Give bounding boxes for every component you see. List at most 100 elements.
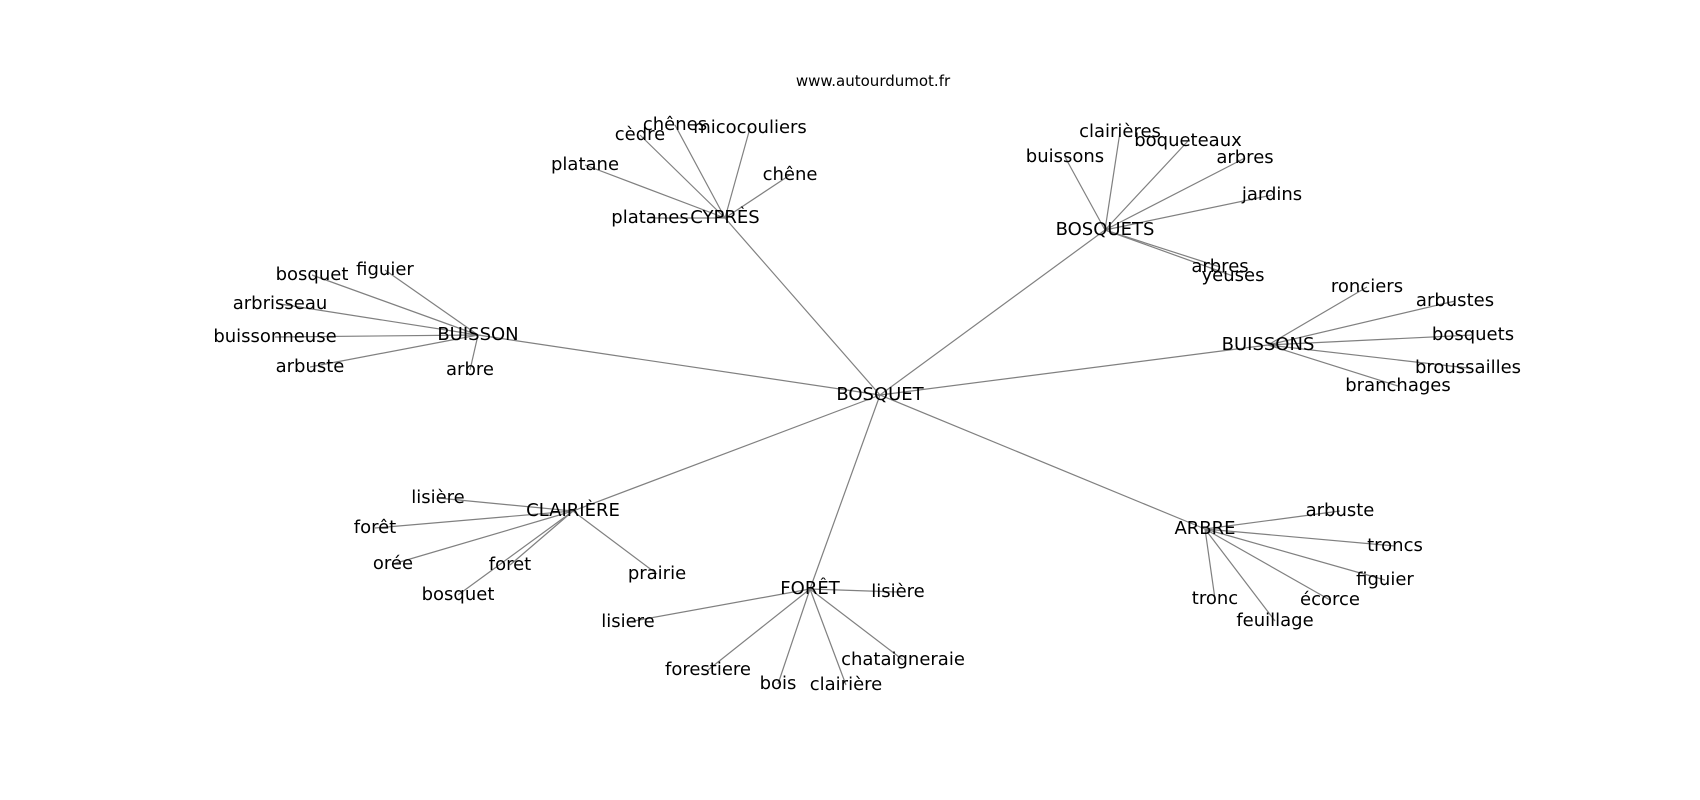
edge-hub-leaf [809, 588, 904, 661]
edge-hub-leaf [572, 510, 658, 575]
edge-hub-leaf [724, 127, 751, 219]
hub-node-label[interactable]: CYPRÈS [690, 206, 759, 228]
leaf-node-label[interactable]: branchages [1345, 375, 1450, 396]
edge-hub-leaf [674, 124, 726, 219]
edge-hub-leaf [437, 497, 574, 512]
edge-hub-leaf [1204, 528, 1396, 547]
edge-hub-leaf [1104, 157, 1246, 231]
hub-node-label[interactable]: BOSQUETS [1056, 219, 1155, 240]
edge-hub-leaf [777, 588, 811, 685]
edge-root-hub [879, 394, 1206, 530]
leaf-node-label[interactable]: feuillage [1236, 610, 1313, 631]
leaf-node-label[interactable]: bosquet [276, 264, 349, 285]
leaf-node-label[interactable]: arbuste [276, 356, 345, 377]
edge-hub-leaf [627, 588, 811, 623]
edge-hub-leaf [809, 588, 847, 686]
leaf-node-label[interactable]: boqueteaux [1134, 130, 1242, 151]
edge-hub-leaf [311, 274, 479, 336]
edge-hub-leaf [274, 334, 479, 338]
edge-hub-leaf [1104, 194, 1273, 231]
leaf-node-label[interactable]: broussailles [1415, 357, 1521, 378]
leaf-node-label[interactable]: orée [373, 553, 413, 574]
leaf-node-label[interactable]: arbuste [1306, 500, 1375, 521]
edge-hub-leaf [1267, 286, 1368, 346]
root-node-label[interactable]: BOSQUET [836, 384, 924, 405]
edge-hub-leaf [509, 510, 574, 566]
graph-edges [274, 124, 1474, 686]
edge-root-hub [572, 394, 881, 512]
hub-node-label[interactable]: BUISSON [437, 324, 518, 345]
edge-hub-leaf [1267, 344, 1469, 369]
leaf-node-label[interactable]: forestiere [665, 659, 751, 680]
leaf-node-label[interactable]: arbrisseau [233, 293, 328, 314]
leaf-node-label[interactable]: chataigneraie [841, 649, 965, 670]
leaf-node-label[interactable]: lisière [411, 487, 465, 508]
edge-hub-leaf [457, 510, 574, 596]
edge-hub-leaf [1104, 140, 1189, 231]
edge-hub-leaf [1104, 131, 1121, 231]
leaf-node-label[interactable]: figuier [1356, 569, 1414, 590]
leaf-node-label[interactable]: clairière [810, 674, 882, 695]
leaf-node-label[interactable]: tronc [1192, 588, 1238, 609]
edge-root-hub [724, 217, 881, 396]
leaf-node-label[interactable]: arbre [446, 359, 494, 380]
leaf-node-label[interactable]: platanes [611, 207, 688, 228]
hub-node-label[interactable]: BUISSONS [1222, 334, 1315, 355]
leaf-node-label[interactable]: troncs [1367, 535, 1423, 556]
leaf-node-label[interactable]: micocouliers [693, 117, 807, 138]
leaf-node-label[interactable]: buissons [1026, 146, 1104, 167]
edge-hub-leaf [279, 303, 479, 336]
leaf-node-label[interactable]: prairie [628, 563, 686, 584]
leaf-node-label[interactable]: figuier [356, 259, 414, 280]
edge-hub-leaf [309, 334, 479, 368]
leaf-node-label[interactable]: arbustes [1416, 290, 1494, 311]
edge-root-hub [879, 229, 1106, 396]
edge-root-hub [809, 394, 881, 590]
leaf-node-label[interactable]: arbres [1216, 147, 1273, 168]
edge-hub-leaf [724, 174, 791, 219]
leaf-node-label[interactable]: cèdre [615, 124, 665, 145]
edge-hub-leaf [1104, 229, 1234, 277]
source-link[interactable]: www.autourdumot.fr [795, 72, 951, 90]
leaf-node-label[interactable]: lisiere [601, 611, 655, 632]
edge-hub-leaf [1204, 528, 1216, 600]
edge-hub-leaf [1204, 528, 1331, 601]
leaf-node-label[interactable]: chênes [643, 114, 707, 135]
edge-hub-leaf [1267, 300, 1456, 346]
leaf-node-label[interactable]: écorce [1300, 589, 1360, 610]
leaf-node-label[interactable]: clairières [1079, 121, 1161, 142]
edge-root-hub [477, 334, 881, 396]
leaf-node-label[interactable]: ronciers [1331, 276, 1403, 297]
edge-hub-leaf [1267, 344, 1399, 387]
edge-hub-leaf [1204, 510, 1341, 530]
hub-node-label[interactable]: CLAIRIÈRE [526, 499, 620, 521]
leaf-node-label[interactable]: foret [489, 554, 532, 575]
edge-hub-leaf [1204, 528, 1276, 622]
leaf-node-label[interactable]: yeuses [1202, 265, 1265, 286]
hub-node-label[interactable]: FORÊT [780, 577, 840, 599]
leaf-node-label[interactable]: bosquets [1432, 324, 1514, 345]
edge-hub-leaf [1267, 334, 1474, 346]
edge-hub-leaf [584, 164, 726, 219]
edge-hub-leaf [707, 588, 811, 671]
leaf-node-label[interactable]: chêne [763, 164, 818, 185]
leaf-node-label[interactable]: lisière [871, 581, 925, 602]
leaf-node-label[interactable]: platane [551, 154, 619, 175]
leaf-node-label[interactable]: arbres [1191, 256, 1248, 277]
leaf-node-label[interactable]: buissonneuse [213, 326, 337, 347]
edge-root-hub [879, 344, 1269, 396]
edge-hub-leaf [384, 269, 479, 336]
edge-hub-leaf [392, 510, 574, 565]
leaf-node-label[interactable]: bosquet [422, 584, 495, 605]
leaf-node-label[interactable]: jardins [1241, 184, 1302, 205]
edge-hub-leaf [639, 134, 726, 219]
leaf-node-label[interactable]: bois [760, 673, 797, 694]
edge-hub-leaf [809, 588, 899, 593]
edge-hub-leaf [469, 334, 479, 371]
edge-hub-leaf [374, 510, 574, 529]
leaf-node-label[interactable]: forêt [354, 517, 397, 538]
edge-hub-leaf [1204, 528, 1386, 581]
hub-node-label[interactable]: ARBRE [1174, 518, 1235, 539]
